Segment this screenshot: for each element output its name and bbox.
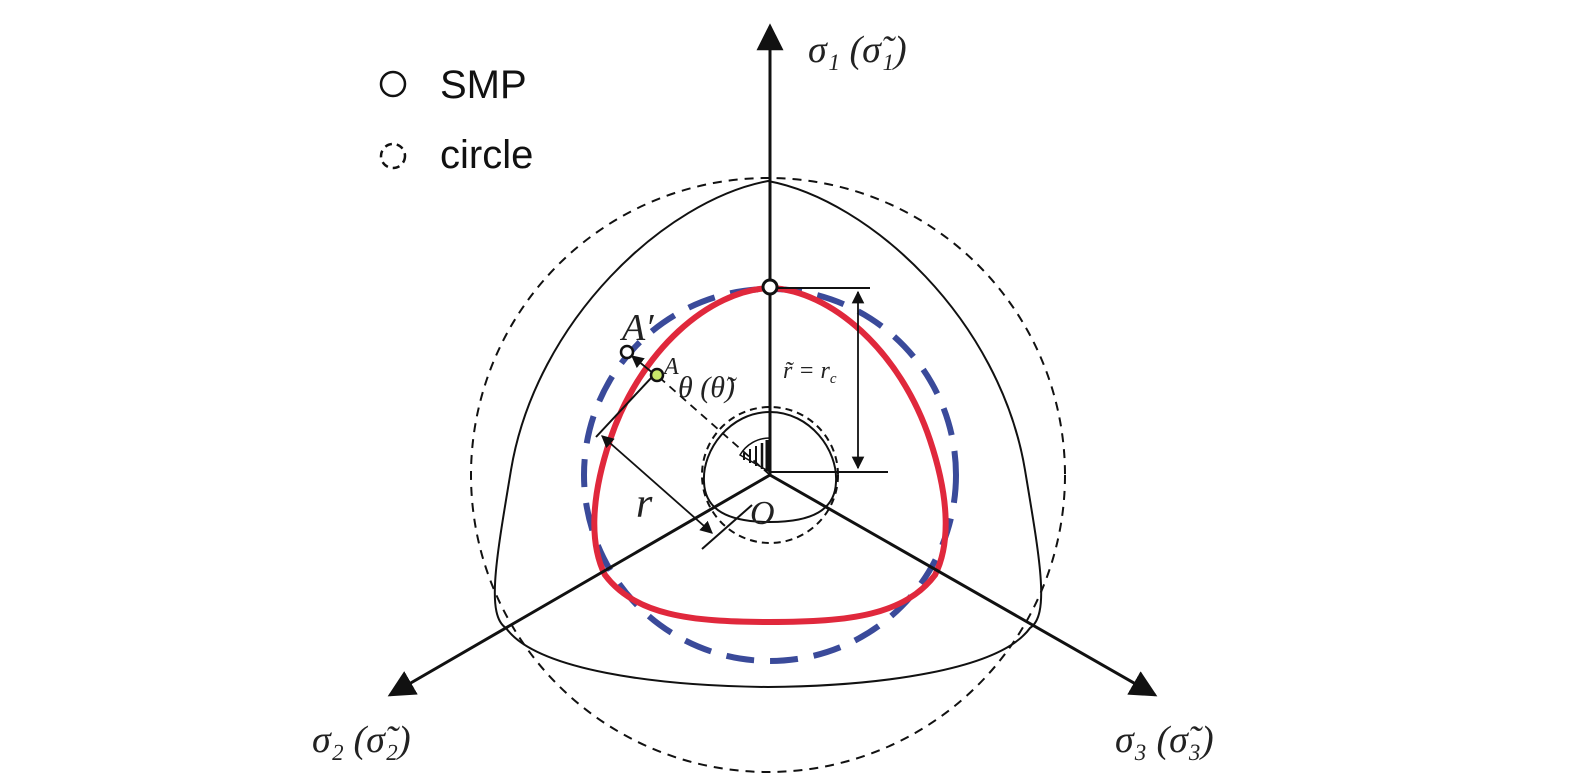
label-theta: θ (θ̃): [678, 371, 737, 404]
inner-dashed-circle: [701, 406, 839, 544]
label-a: A: [662, 354, 679, 380]
label-r-tilde-main: r̃ = r: [783, 358, 831, 384]
point-top: [761, 278, 779, 296]
point-a-prime: [619, 344, 635, 360]
legend: SMP circle: [379, 63, 533, 177]
legend-circle-label: circle: [440, 133, 533, 177]
r-dimension-arrow: [601, 435, 713, 534]
label-r-tilde-subscript: c: [830, 371, 837, 387]
legend-circle-icon: [379, 142, 407, 170]
label-r-tilde: r̃ = rc: [783, 358, 837, 387]
legend-smp-label: SMP: [440, 63, 527, 107]
blue-dashed-circle: [581, 286, 959, 664]
arrow-a-to-aprime: [631, 355, 655, 375]
label-r: r: [636, 481, 653, 527]
label-a-prime: A′: [619, 307, 654, 349]
r-tick-line: [701, 504, 753, 550]
axis-sigma2: [387, 473, 771, 697]
dashed-ray-oa: [659, 377, 771, 476]
smp-curve: [591, 284, 949, 626]
angle-sector-hatch: [738, 437, 771, 474]
outer-dashed-circle: [470, 177, 1066, 773]
outer-smp-curve: [493, 179, 1043, 689]
axis-sigma3: [769, 473, 1158, 697]
axis-sigma1-label: σ₁ (σ̃₁): [808, 29, 907, 71]
point-a: [649, 367, 665, 383]
legend-smp-icon: [379, 70, 407, 98]
axis-sigma2-label: σ₂ (σ̃₂): [312, 719, 411, 761]
axis-sigma3-label: σ₃ (σ̃₃): [1115, 719, 1214, 761]
label-origin: O: [750, 495, 775, 532]
offset-line: [595, 376, 653, 438]
